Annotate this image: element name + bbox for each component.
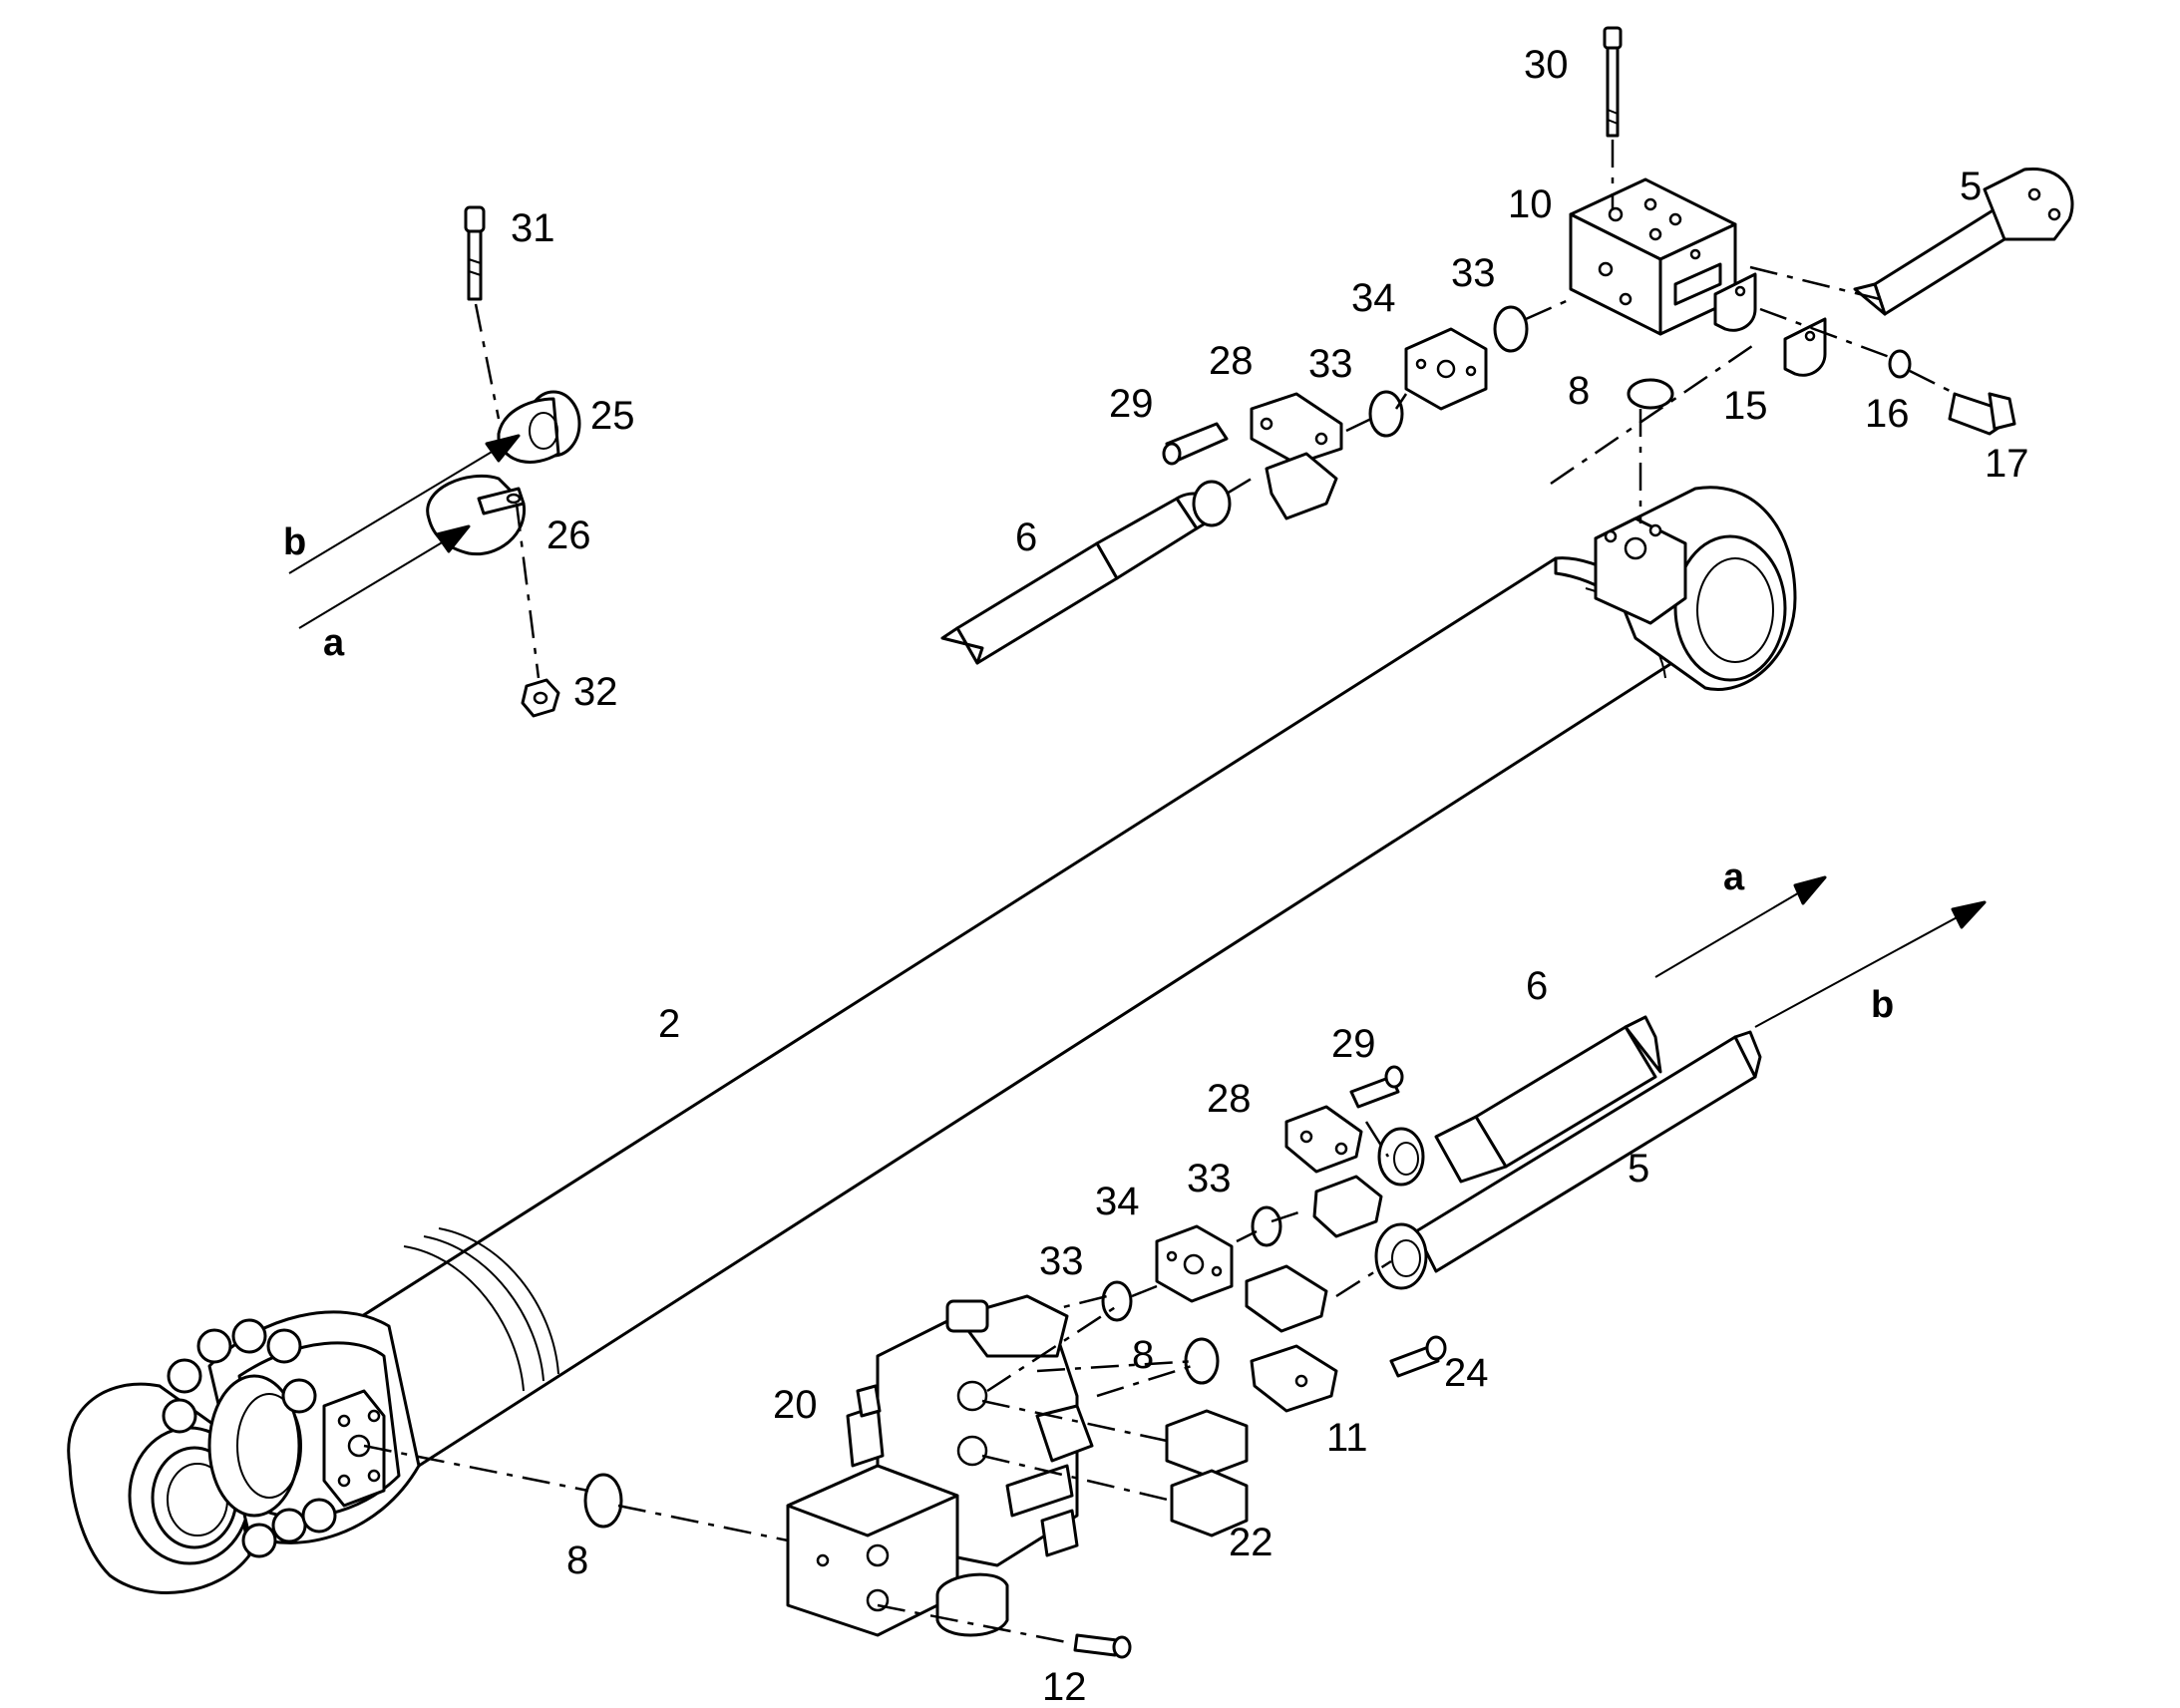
o-ring-33-bottom-b (1101, 1280, 1133, 1322)
label-26: 26 (546, 513, 591, 557)
o-ring-33-top-a (1493, 305, 1529, 353)
label-32: 32 (573, 670, 618, 714)
label-34-bottom: 34 (1095, 1180, 1140, 1223)
flange-34-top (1404, 327, 1488, 411)
bolt-17 (1948, 392, 2016, 436)
tube-5-bottom (1374, 1030, 1762, 1290)
o-ring-8-bottom (583, 1473, 623, 1529)
label-5-top: 5 (1960, 165, 1982, 208)
plug-22-upper (1165, 1409, 1249, 1478)
bolt-30 (1603, 26, 1623, 138)
letter-b-right: b (1871, 984, 1894, 1026)
label-8-top: 8 (1568, 369, 1590, 413)
clamp-25 (497, 390, 581, 464)
plug-22-lower (1170, 1469, 1249, 1537)
label-33-bottom-a: 33 (1187, 1157, 1232, 1200)
label-33-bottom-b: 33 (1039, 1239, 1084, 1283)
bolt-12 (1073, 1633, 1132, 1659)
label-15: 15 (1723, 384, 1768, 428)
label-8-bottom: 8 (566, 1538, 588, 1582)
split-flange-11 (1245, 1264, 1338, 1413)
label-25: 25 (590, 394, 635, 438)
label-8-mid: 8 (1132, 1333, 1154, 1377)
split-flange-28-top (1250, 392, 1343, 520)
nut-32 (521, 678, 560, 718)
label-33-top-b: 33 (1308, 342, 1353, 386)
label-16: 16 (1865, 392, 1910, 436)
tube-6-top (940, 480, 1232, 665)
clip-15 (1713, 272, 1827, 377)
label-6-top: 6 (1015, 515, 1037, 559)
label-10: 10 (1508, 182, 1553, 226)
valve-block-20 (786, 1294, 1094, 1637)
tube-5-top (1853, 167, 2074, 316)
bolt-31 (464, 205, 486, 301)
label-11: 11 (1326, 1416, 1368, 1460)
label-2: 2 (658, 1002, 680, 1046)
label-31: 31 (511, 206, 555, 250)
bolt-24 (1389, 1335, 1447, 1378)
label-33-top-a: 33 (1451, 251, 1496, 295)
tube-6-bottom (1377, 1015, 1662, 1187)
label-29-top: 29 (1109, 382, 1154, 426)
letter-a-left: a (323, 622, 345, 664)
o-ring-8-top (1627, 378, 1674, 410)
split-flange-28-bottom (1284, 1105, 1383, 1238)
washer-16 (1888, 349, 1912, 379)
label-29-bottom: 29 (1331, 1022, 1376, 1066)
label-22: 22 (1229, 1521, 1273, 1564)
o-ring-8-mid (1184, 1337, 1220, 1385)
o-ring-33-bottom-a (1251, 1205, 1282, 1247)
label-6-bottom: 6 (1526, 964, 1548, 1008)
label-34-top: 34 (1351, 276, 1396, 320)
label-28-top: 28 (1209, 339, 1254, 383)
label-24: 24 (1444, 1351, 1489, 1395)
label-20: 20 (773, 1383, 818, 1427)
manifold-block-10 (1569, 177, 1737, 336)
letter-a-right: a (1723, 856, 1745, 898)
bolt-29-top (1162, 422, 1229, 466)
label-30: 30 (1524, 43, 1569, 87)
label-28-bottom: 28 (1207, 1077, 1252, 1121)
base-end-eye (1594, 486, 1797, 691)
flange-34-bottom (1155, 1224, 1234, 1303)
o-ring-33-top-b (1368, 390, 1404, 438)
label-12: 12 (1042, 1665, 1087, 1708)
label-5-bottom: 5 (1628, 1147, 1649, 1191)
cylinder-head-flange (162, 1310, 421, 1558)
bolt-29-bottom (1349, 1065, 1404, 1109)
label-17: 17 (1985, 442, 2029, 486)
letter-b-left: b (283, 521, 306, 563)
